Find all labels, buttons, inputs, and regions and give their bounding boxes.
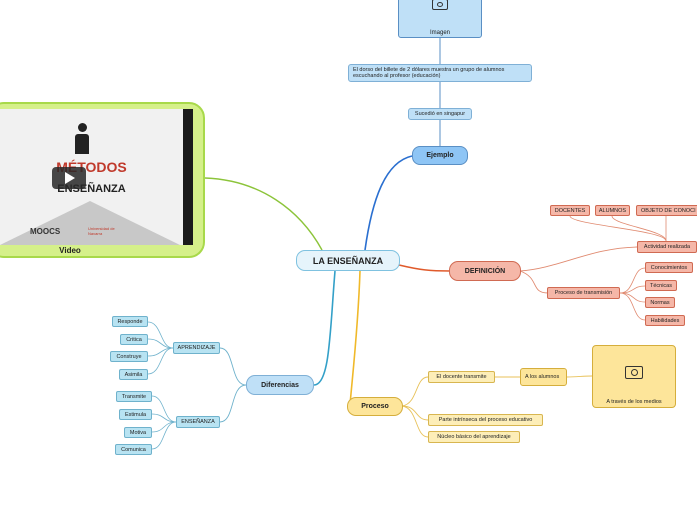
video-caption: Video [59, 246, 81, 255]
actividad-text: Actividad realizada [643, 244, 691, 250]
proceso-item-conocimientos[interactable]: Conocimientos [645, 262, 693, 273]
medios-node[interactable]: A través de los medios [592, 345, 676, 408]
ensenanza-item-motiva[interactable]: Motiva [124, 427, 152, 438]
diferencias-label: Diferencias [261, 381, 299, 389]
ensenanza-item-estimula[interactable]: Estimula [119, 409, 152, 420]
proceso-item-tecnicas[interactable]: Técnicas [645, 280, 677, 291]
ensenanza-item-transmite[interactable]: Transmite [116, 391, 152, 402]
docente-node[interactable]: El docente transmite [428, 371, 495, 383]
diferencias-node[interactable]: Diferencias [246, 375, 314, 395]
ejemplo-node[interactable]: Ejemplo [412, 146, 468, 165]
proceso-item-habilidades[interactable]: Habilidades [645, 315, 685, 326]
thumb-brand2: Universidad de Navarra [88, 226, 115, 236]
video-thumbnail[interactable]: MÉTODOS ENSEÑANZA MOOCS Universidad de N… [0, 109, 193, 245]
aprendizaje-item-construye[interactable]: Construye [110, 351, 148, 362]
aprendizaje-item-responde[interactable]: Responde [112, 316, 148, 327]
parte-node[interactable]: Parte intrínseca del proceso educativo [428, 414, 543, 426]
nucleo-node[interactable]: Núcleo básico del aprendizaje [428, 431, 520, 443]
camera-icon [625, 366, 643, 379]
teacher-logo-icon [72, 123, 92, 155]
definicion-node[interactable]: DEFINICIÓN [449, 261, 521, 281]
thumb-triangle [0, 201, 180, 245]
medios-caption: A través de los medios [606, 399, 662, 405]
image-node[interactable]: Imagen [398, 0, 482, 38]
aprendizaje-item-asimila[interactable]: Asimila [119, 369, 148, 380]
ensenanza-item-comunica[interactable]: Comunica [115, 444, 152, 455]
ensenanza-node[interactable]: ENSEÑANZA [176, 416, 220, 428]
actividad-item-objeto[interactable]: OBJETO DE CONOCI [636, 205, 697, 216]
image-caption: Imagen [429, 30, 450, 36]
video-node[interactable]: MÉTODOS ENSEÑANZA MOOCS Universidad de N… [0, 102, 205, 258]
root-label: LA ENSEÑANZA [312, 255, 384, 266]
sucedio-text: Sucedió en singapur [414, 111, 466, 117]
thumb-subtitle: ENSEÑANZA [57, 183, 126, 195]
play-icon[interactable] [52, 167, 86, 189]
aprendizaje-item-critica[interactable]: Critica [120, 334, 148, 345]
proceso-transmision-node[interactable]: Proceso de transmisión [547, 287, 620, 299]
root-node[interactable]: LA ENSEÑANZA [296, 250, 400, 271]
aprendizaje-node[interactable]: APRENDIZAJE [173, 342, 220, 354]
proceso-item-normas[interactable]: Normas [645, 297, 675, 308]
actividad-node[interactable]: Actividad realizada [637, 241, 697, 253]
billete-node[interactable]: El dorso del billete de 2 dólares muestr… [348, 64, 532, 82]
definicion-label: DEFINICIÓN [464, 267, 506, 275]
alumnos-node[interactable]: A los alumnos [520, 368, 567, 386]
proceso-label: Proceso [361, 403, 389, 410]
thumb-title: MÉTODOS [56, 159, 127, 175]
actividad-item-alumnos[interactable]: ALUMNOS [595, 205, 630, 216]
sucedio-node[interactable]: Sucedió en singapur [408, 108, 472, 120]
proceso-node[interactable]: Proceso [347, 397, 403, 416]
billete-text: El dorso del billete de 2 dólares muestr… [353, 67, 505, 79]
thumb-brand: MOOCS [30, 227, 61, 236]
actividad-item-docentes[interactable]: DOCENTES [550, 205, 590, 216]
camera-icon [432, 0, 448, 10]
ejemplo-label: Ejemplo [426, 152, 454, 159]
